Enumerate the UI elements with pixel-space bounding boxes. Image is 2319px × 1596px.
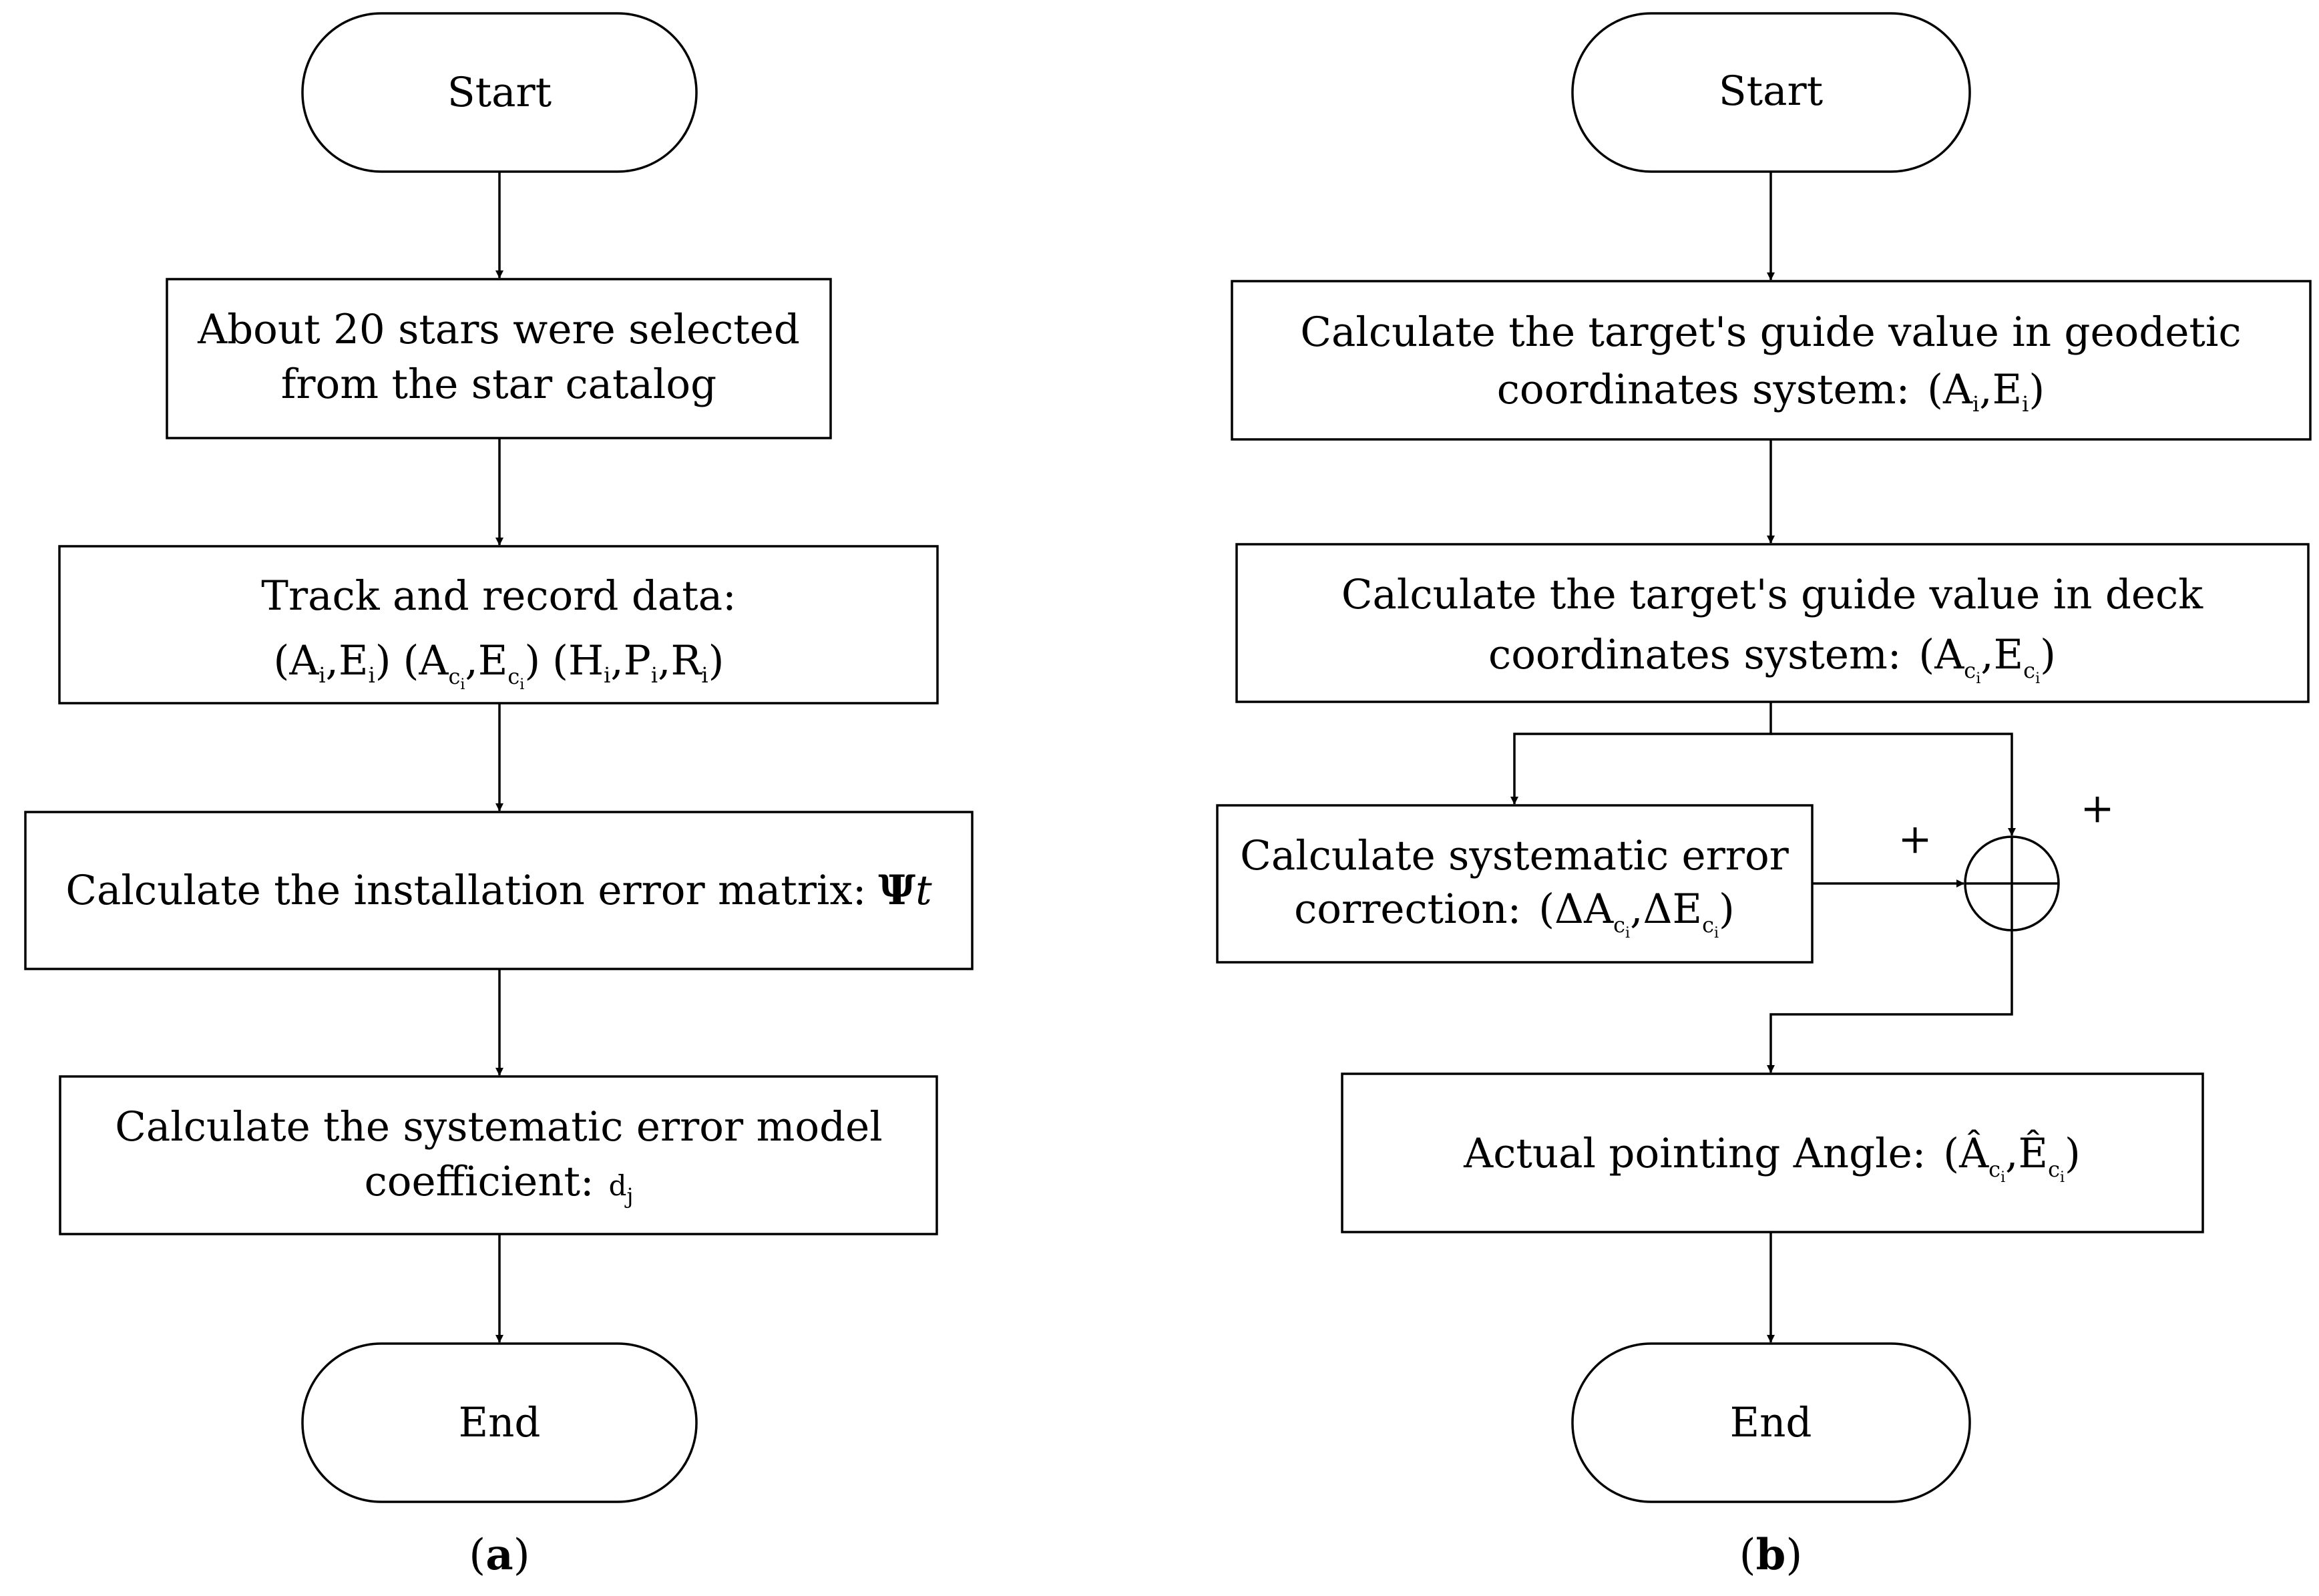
step-error-correction-line1: Calculate systematic error — [1240, 832, 1789, 879]
end-terminal-b: End — [1571, 1342, 1971, 1503]
start-terminal-b: Start — [1571, 12, 1971, 173]
step-geodetic-guide-line1: Calculate the target's guide value in ge… — [1300, 309, 2241, 356]
step-installation-matrix-label: Calculate the installation error matrix:… — [65, 867, 932, 914]
step-track-record-line1: Track and record data: — [261, 572, 736, 620]
start-label-a: Start — [447, 69, 552, 116]
arrow-b-to-junction-top — [1771, 733, 2016, 836]
start-terminal-a: Start — [301, 12, 698, 173]
caption-a: (a) — [469, 1530, 530, 1580]
step-geodetic-guide: Calculate the target's guide value in ge… — [1231, 280, 2312, 441]
plus-sign-left: + — [1898, 815, 1932, 863]
step-installation-matrix: Calculate the installation error matrix:… — [24, 811, 974, 970]
end-terminal-a: End — [301, 1342, 698, 1503]
arrow-b-to-correction — [1510, 702, 1772, 805]
step-select-stars-line1: About 20 stars were selected — [197, 306, 800, 353]
step-error-correction-line2: correction:(ΔAci,ΔEci) — [1294, 885, 1735, 942]
end-label-b: End — [1730, 1399, 1812, 1446]
summing-junction — [1964, 835, 2060, 932]
start-label-b: Start — [1719, 67, 1824, 115]
step-select-stars: About 20 stars were selected from the st… — [166, 278, 832, 439]
step-actual-pointing: Actual pointing Angle:(Âci,Êci) — [1341, 1072, 2204, 1233]
step-model-coefficient-line2: coefficient:dj — [365, 1158, 634, 1209]
step-select-stars-line2: from the star catalog — [281, 361, 716, 408]
caption-b: (b) — [1739, 1530, 1803, 1580]
step-actual-pointing-label: Actual pointing Angle:(Âci,Êci) — [1463, 1129, 2081, 1186]
end-label-a: End — [459, 1399, 541, 1446]
step-geodetic-guide-line2: coordinates system:(Ai,Ei) — [1497, 366, 2045, 417]
step-model-coefficient-line1: Calculate the systematic error model — [115, 1103, 883, 1151]
step-error-correction: Calculate systematic error correction:(Δ… — [1216, 804, 1814, 964]
panel-a: Start About 20 stars were selected from … — [24, 12, 974, 1580]
recorded-data-formula: (Ai,Ei)(Aci,Eci)(Hi,Pi,Ri) — [274, 637, 724, 693]
panel-b: Start Calculate the target's guide value… — [1216, 12, 2312, 1580]
step-deck-guide: Calculate the target's guide value in de… — [1235, 543, 2310, 703]
step-model-coefficient: Calculate the systematic error model coe… — [59, 1075, 938, 1235]
arrow-b-junction-to-actual — [1767, 930, 2013, 1073]
step-deck-guide-line2: coordinates system:(Aci,Eci) — [1488, 631, 2056, 687]
step-deck-guide-line1: Calculate the target's guide value in de… — [1341, 571, 2203, 618]
plus-sign-right: + — [2080, 785, 2114, 832]
step-track-record: Track and record data: (Ai,Ei)(Aci,Eci)(… — [58, 545, 939, 705]
